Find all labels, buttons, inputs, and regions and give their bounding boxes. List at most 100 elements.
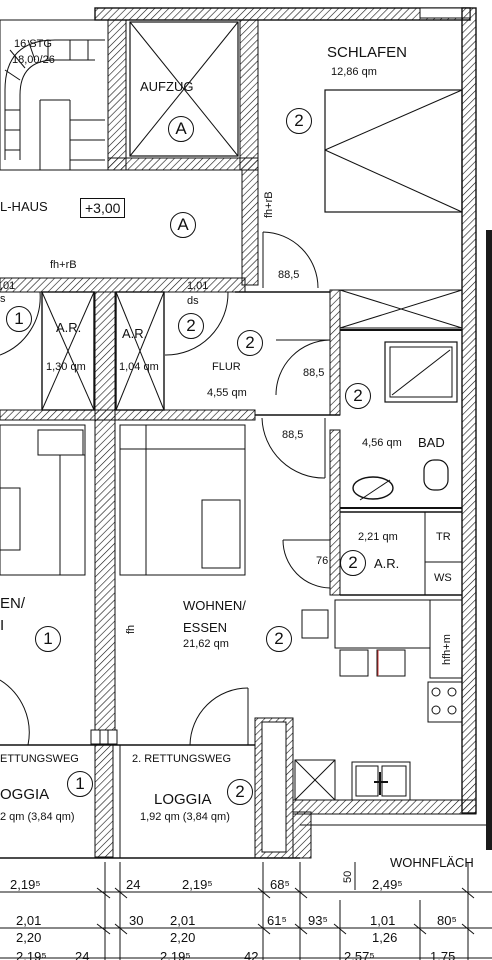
door-swing-living — [261, 417, 326, 479]
wall-elevator-left — [107, 19, 127, 171]
dining-table — [301, 609, 329, 639]
mark-a-elevator: A — [168, 116, 194, 142]
mark-2-bath: 2 — [345, 383, 371, 409]
wall-elevator-right — [239, 19, 259, 171]
wall-top — [94, 7, 471, 21]
dim-r2-0: 2,01 — [16, 913, 42, 928]
bath-area: 4,56 qm — [362, 437, 402, 449]
mark-1-hall: 1 — [6, 306, 32, 332]
living-left-label-2: I — [0, 617, 5, 634]
stairs-label: 16 STG — [14, 38, 52, 50]
ws-label: WS — [434, 572, 452, 584]
dim-r4-5: 1,75 — [430, 949, 456, 960]
door-right-type: ds — [187, 295, 199, 307]
shaft-right-label: A.R. — [122, 326, 148, 341]
living-label: WOHNEN/ — [183, 598, 246, 613]
wall-flur-right — [329, 289, 341, 416]
dim-r3-2: 1,26 — [372, 930, 398, 945]
mark-2-living: 2 — [266, 626, 292, 652]
storage-area: 2,21 qm — [358, 531, 398, 543]
door-swing-bedroom — [262, 231, 319, 289]
wall-shaft-bottom — [0, 409, 256, 421]
elevator-label: AUFZUG — [140, 79, 194, 94]
bath-label: BAD — [418, 435, 445, 450]
shower — [384, 341, 458, 403]
door-left-width: ,01 — [0, 280, 16, 292]
tr-label: TR — [436, 531, 451, 543]
fire-mark-hall: fh+rB — [50, 259, 77, 271]
wall-party — [94, 291, 116, 733]
flur-label: FLUR — [212, 361, 241, 373]
door-swing-hall — [0, 291, 41, 356]
fridge-label: hfh+m — [441, 634, 453, 665]
storage-door-width: 76 — [316, 555, 329, 567]
door-left-type: s — [0, 293, 6, 305]
sofa-left — [0, 424, 86, 576]
door-swing-loggia-left — [0, 679, 30, 746]
dim-r1-1: 24 — [126, 877, 141, 892]
dim-r2-2: 2,01 — [170, 913, 196, 928]
door-width-bedroom: 88,5 — [278, 269, 300, 281]
dim-r4-1: 24 — [75, 949, 90, 960]
shaft-right-area: 1,04 qm — [119, 361, 159, 373]
stair-well — [0, 19, 109, 171]
hall-label: L-HAUS — [0, 199, 48, 214]
loggia-area: 1,92 qm (3,84 qm) — [140, 811, 230, 823]
level-marker: +3,00 — [80, 198, 126, 218]
loggia-left-label: OGGIA — [0, 786, 50, 803]
door-width-bath: 88,5 — [303, 367, 325, 379]
bedroom-label: SCHLAFEN — [327, 44, 408, 61]
dim-r3-1: 2,20 — [170, 930, 196, 945]
flur-area: 4,55 qm — [207, 387, 247, 399]
dim-r1-2: 2,19⁵ — [182, 877, 213, 892]
dim-r1-3: 68⁵ — [270, 877, 290, 892]
door-swing-storage — [282, 539, 331, 589]
wall-bottom — [292, 799, 477, 815]
dim-r2-5: 1,01 — [370, 913, 396, 928]
living-area: 21,62 qm — [183, 638, 229, 650]
mark-2-flur: 2 — [237, 330, 263, 356]
dim-r4-4: 2,57⁵ — [344, 949, 375, 960]
mark-2-loggia: 2 — [227, 779, 253, 805]
dim-r1-4: 2,49⁵ — [372, 877, 403, 892]
wall-right — [461, 7, 477, 814]
dim-r4-2: 2,19⁵ — [160, 949, 191, 960]
shaft-left-label: A.R. — [56, 320, 82, 335]
dimension-lines — [0, 862, 492, 960]
door-swing-bath — [275, 339, 331, 396]
wall-living-right — [329, 429, 341, 596]
dim-r4-3: 42 — [244, 949, 259, 960]
shaft-left-area: 1,30 qm — [46, 361, 86, 373]
bedroom-area: 12,86 qm — [331, 66, 377, 78]
dim-r2-3: 61⁵ — [267, 913, 287, 928]
fh-mark: fh — [125, 624, 137, 634]
mark-a-hall: A — [170, 212, 196, 238]
wall-bedroom-left — [241, 169, 259, 286]
door-right-width: 1,01 — [187, 280, 209, 292]
dim-r1-0: 2,19⁵ — [10, 877, 41, 892]
loggia-left-area: 2 qm (3,84 qm) — [0, 811, 75, 823]
dim-r3-0: 2,20 — [16, 930, 42, 945]
door-swing-loggia — [189, 687, 249, 746]
door-swing-flur — [164, 291, 229, 356]
mark-1-living: 1 — [35, 626, 61, 652]
dim-50: 50 — [342, 870, 354, 883]
door-width-living: 88,5 — [282, 429, 304, 441]
wohnflaeche-label: WOHNFLÄCH — [390, 855, 474, 870]
dining-label: ESSEN — [183, 620, 228, 635]
loggia-label: LOGGIA — [154, 791, 212, 808]
stairs-dims: 18,00/26 — [12, 54, 55, 66]
dim-r2-6: 80⁵ — [437, 913, 457, 928]
dim-r4-0: 2,19⁵ — [16, 949, 47, 960]
mark-2-hall: 2 — [178, 313, 204, 339]
mark-2-bedroom: 2 — [286, 108, 312, 134]
living-left-label: EN/ — [0, 595, 26, 612]
escape-left: ETTUNGSWEG — [0, 753, 79, 765]
washbasin — [352, 476, 394, 500]
stove — [427, 681, 463, 723]
fire-mark-bedroom: fh+rB — [263, 191, 275, 218]
escape-right: 2. RETTUNGSWEG — [132, 753, 232, 765]
dim-r2-1: 30 — [129, 913, 144, 928]
